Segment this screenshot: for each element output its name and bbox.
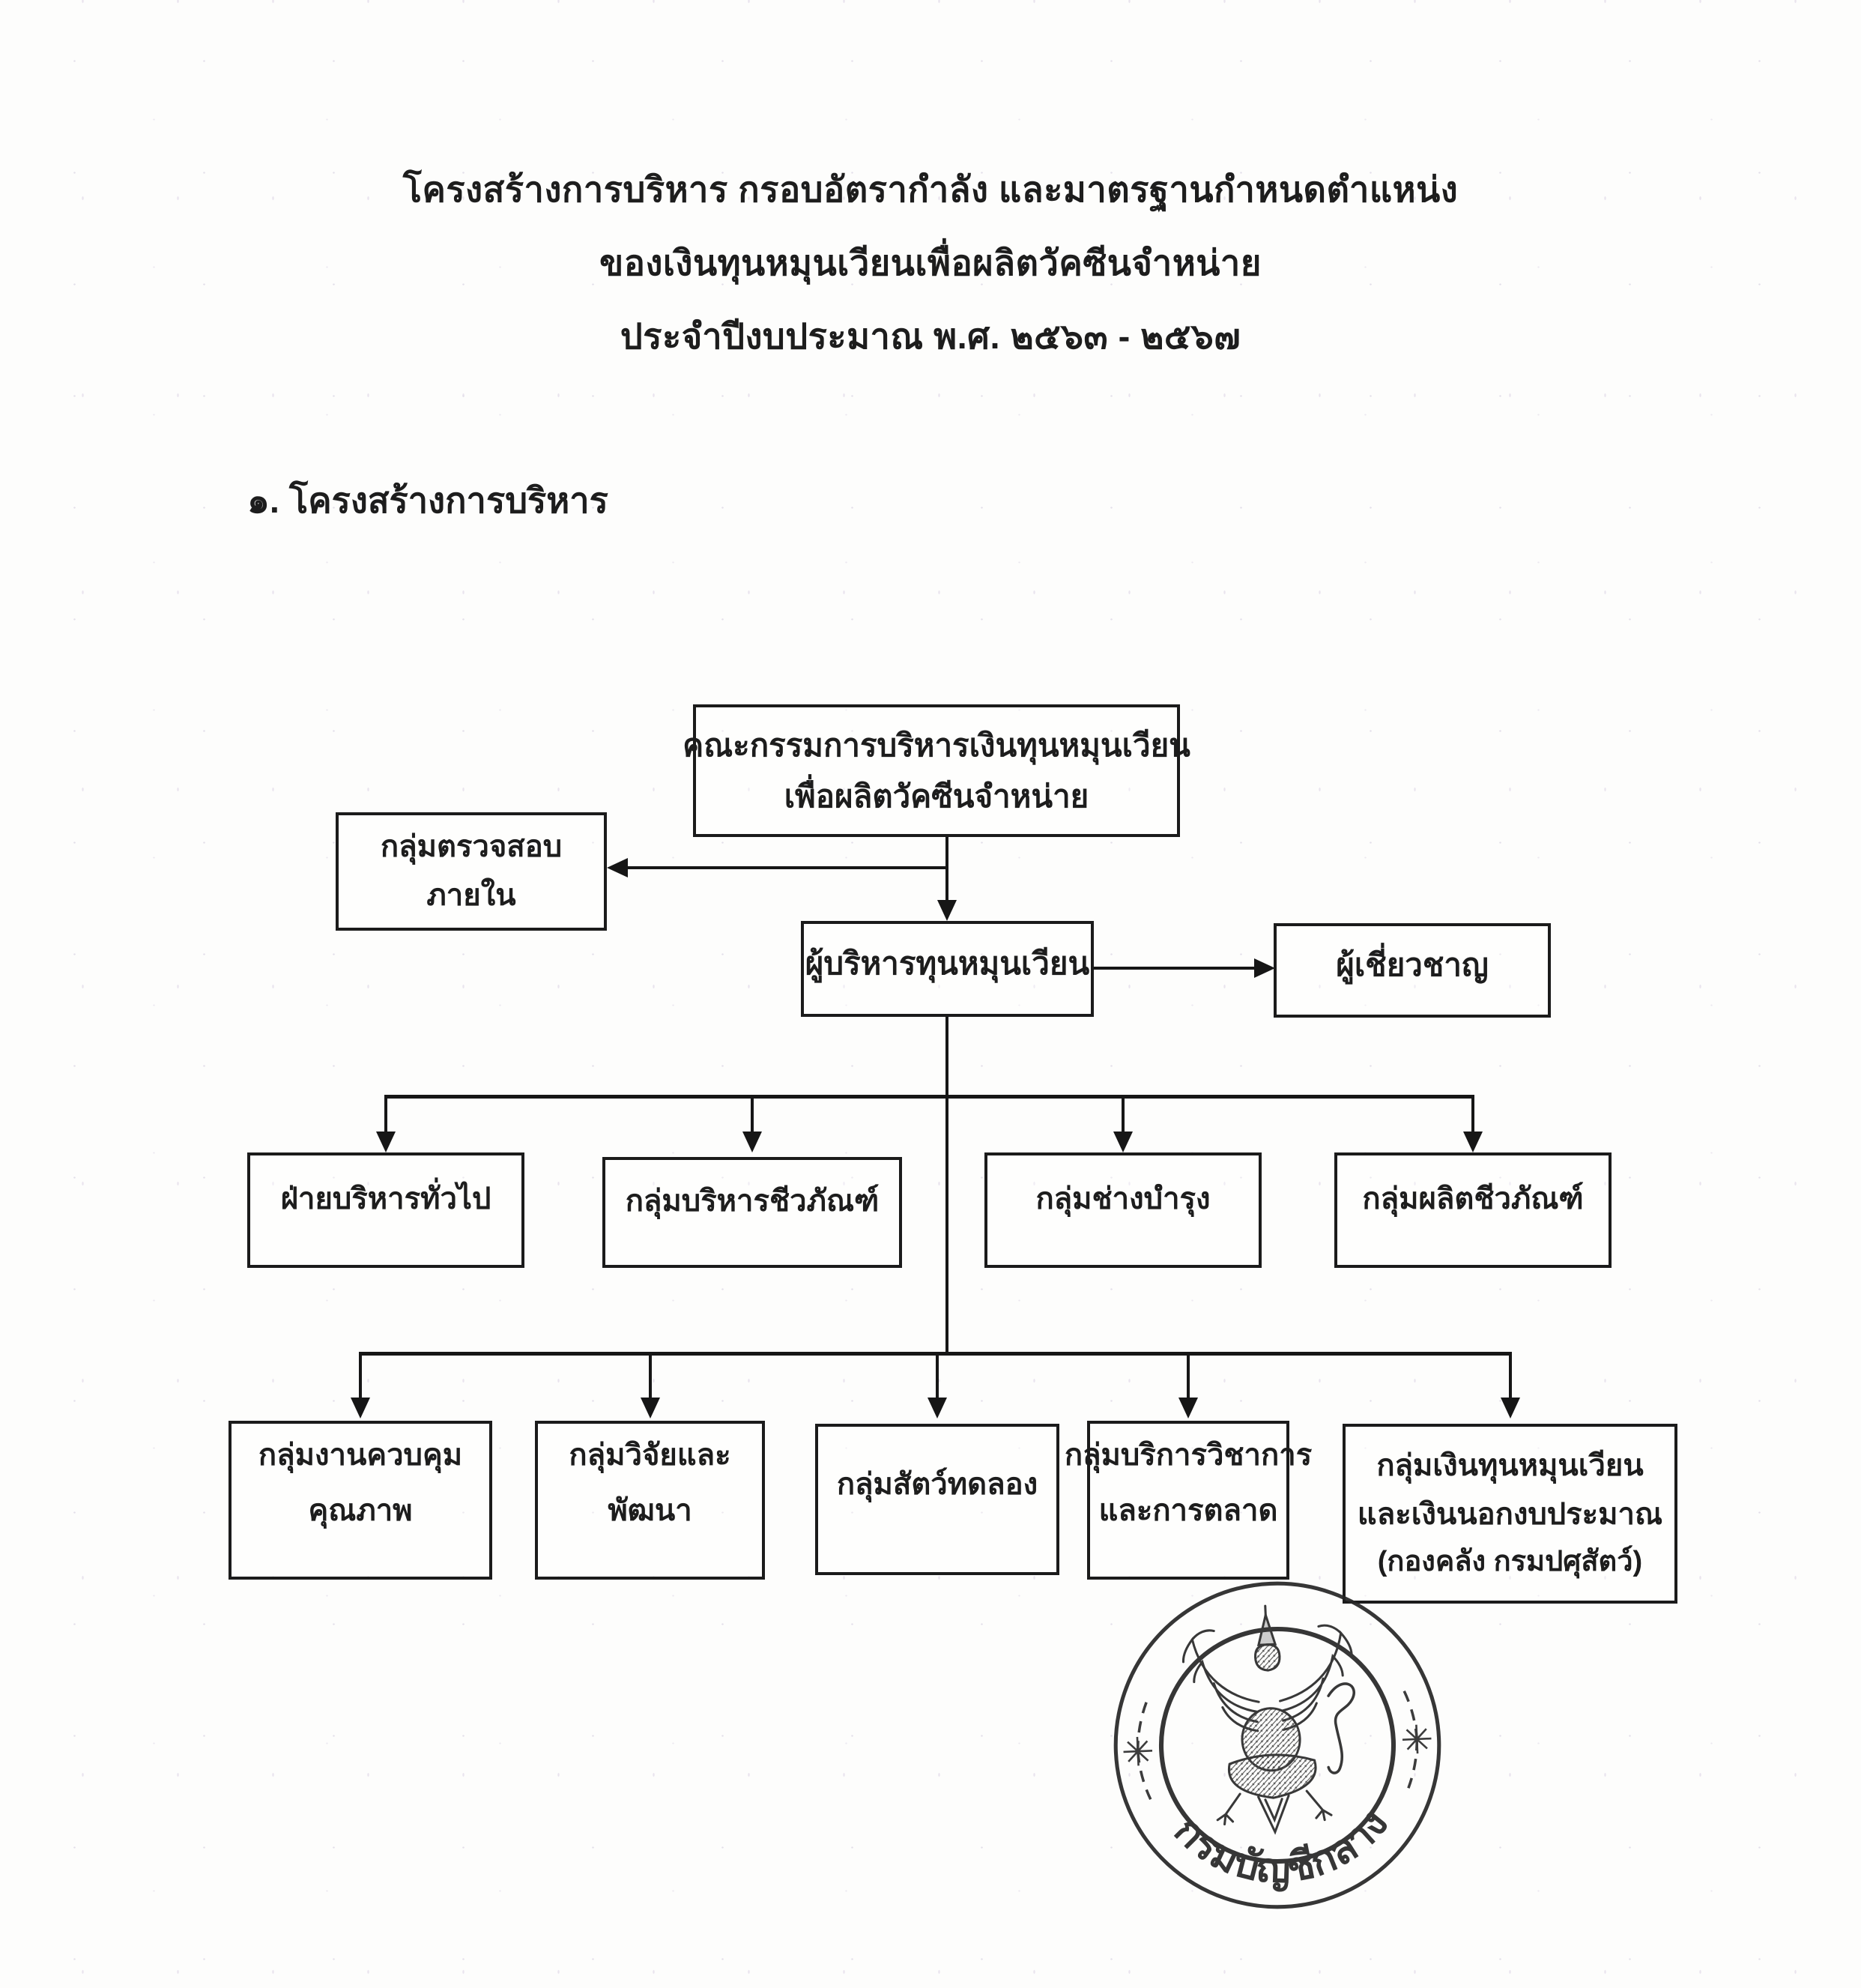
- node-committee-line1: คณะกรรมการบริหารเงินทุนหมุนเวียน: [683, 728, 1190, 764]
- node-biologics-production-label: กลุ่มผลิตชีวภัณฑ์: [1362, 1182, 1584, 1215]
- drop-line-l2-3: [1122, 1099, 1125, 1133]
- drop-line-l2-1: [384, 1099, 387, 1133]
- drop-line-l3-4: [1187, 1356, 1190, 1399]
- node-revolving-fund-line3: (กองคลัง กรมปศุสัตว์): [1377, 1546, 1643, 1578]
- node-quality-control-line2: คุณภาพ: [308, 1494, 413, 1527]
- node-committee: คณะกรรมการบริหารเงินทุนหมุนเวียน เพื่อผล…: [683, 704, 1190, 837]
- seal-right-ornament: [1402, 1690, 1432, 1789]
- drop-line-l3-3: [936, 1356, 939, 1399]
- node-biologics-admin-label: กลุ่มบริหารชีวภัณฑ์: [625, 1184, 880, 1218]
- arrowhead-to-expert: [1254, 958, 1275, 978]
- arrowhead-l3-4: [1178, 1398, 1198, 1419]
- drop-line-l3-1: [359, 1356, 362, 1399]
- node-expert-label: ผู้เชี่ยวชาญ: [1336, 947, 1489, 983]
- arrowhead-to-manager: [937, 900, 957, 921]
- node-research-development: กลุ่มวิจัยและ พัฒนา: [535, 1421, 765, 1580]
- garuda-emblem: [1181, 1604, 1356, 1835]
- node-biologics-admin: กลุ่มบริหารชีวภัณฑ์: [602, 1157, 902, 1268]
- node-laboratory-animals: กลุ่มสัตว์ทดลอง: [815, 1424, 1059, 1575]
- connector-central-down: [945, 1099, 948, 1353]
- node-fund-manager: ผู้บริหารทุนหมุนเวียน: [801, 921, 1094, 1017]
- drop-line-l3-2: [649, 1356, 652, 1399]
- node-general-admin-label: ฝ่ายบริหารทั่วไป: [280, 1182, 491, 1215]
- node-quality-control-line1: กลุ่มงานควบคุม: [258, 1439, 463, 1472]
- node-academic-marketing-line1: กลุ่มบริการวิชาการ: [1064, 1439, 1313, 1472]
- node-academic-marketing-line2: และการตลาด: [1098, 1494, 1278, 1527]
- node-committee-line2: เพื่อผลิตวัคซีนจำหน่าย: [784, 778, 1089, 814]
- node-maintenance-label: กลุ่มช่างบำรุง: [1035, 1182, 1211, 1215]
- connector-to-internal-audit: [625, 866, 947, 869]
- drop-line-l2-4: [1471, 1099, 1474, 1133]
- seal-outer-ring: [1113, 1581, 1441, 1909]
- arrowhead-l3-3: [928, 1398, 947, 1419]
- distribution-line-level2: [384, 1095, 1474, 1099]
- arrowhead-l2-2: [742, 1132, 762, 1152]
- arrowhead-l3-1: [351, 1398, 370, 1419]
- connector-manager-down: [945, 1015, 948, 1098]
- node-research-development-line1: กลุ่มวิจัยและ: [569, 1439, 731, 1472]
- node-revolving-fund-line1: กลุ่มเงินทุนหมุนเวียน: [1376, 1449, 1644, 1483]
- node-research-development-line2: พัฒนา: [608, 1494, 692, 1527]
- connector-committee-manager: [945, 836, 948, 904]
- node-academic-marketing: กลุ่มบริการวิชาการ และการตลาด: [1065, 1421, 1312, 1580]
- section-heading: ๑. โครงสร้างการบริหาร: [247, 480, 608, 520]
- seal-inner-ring: [1158, 1626, 1396, 1864]
- seal-left-ornament: [1123, 1702, 1153, 1801]
- node-general-admin: ฝ่ายบริหารทั่วไป: [247, 1152, 524, 1268]
- connector-to-expert: [1094, 967, 1257, 970]
- department-seal: กรมบัญชีกลาง: [1113, 1581, 1441, 1909]
- title-line-2: ของเงินทุนหมุนเวียนเพื่อผลิตวัคซีนจำหน่า…: [599, 243, 1262, 283]
- node-expert: ผู้เชี่ยวชาญ: [1274, 923, 1551, 1018]
- node-quality-control: กลุ่มงานควบคุม คุณภาพ: [229, 1421, 492, 1580]
- arrowhead-l2-1: [376, 1132, 396, 1152]
- arrowhead-l2-4: [1463, 1132, 1483, 1152]
- node-laboratory-animals-label: กลุ่มสัตว์ทดลอง: [836, 1467, 1038, 1501]
- node-revolving-fund-line2: และเงินนอกงบประมาณ: [1357, 1498, 1663, 1532]
- arrowhead-l2-3: [1113, 1132, 1133, 1152]
- node-maintenance: กลุ่มช่างบำรุง: [984, 1152, 1262, 1268]
- arrowhead-l3-2: [641, 1398, 660, 1419]
- arrowhead-to-internal-audit: [607, 858, 628, 877]
- arrowhead-l3-5: [1501, 1398, 1520, 1419]
- signature-squiggle: [1327, 1682, 1355, 1774]
- node-internal-audit-line2: ภายใน: [426, 879, 516, 912]
- node-fund-manager-label: ผู้บริหารทุนหมุนเวียน: [805, 946, 1090, 982]
- drop-line-l2-2: [751, 1099, 754, 1133]
- title-line-3: ประจำปีงบประมาณ พ.ศ. ๒๕๖๓ - ๒๕๖๗: [620, 316, 1241, 356]
- node-internal-audit-line1: กลุ่มตรวจสอบ: [380, 830, 563, 864]
- node-internal-audit: กลุ่มตรวจสอบ ภายใน: [336, 812, 607, 931]
- distribution-line-level3: [359, 1352, 1512, 1356]
- node-revolving-fund-finance: กลุ่มเงินทุนหมุนเวียน และเงินนอกงบประมาณ…: [1343, 1424, 1677, 1604]
- title-line-1: โครงสร้างการบริหาร กรอบอัตรากำลัง และมาต…: [402, 169, 1459, 209]
- drop-line-l3-5: [1509, 1356, 1512, 1399]
- node-biologics-production: กลุ่มผลิตชีวภัณฑ์: [1334, 1152, 1612, 1268]
